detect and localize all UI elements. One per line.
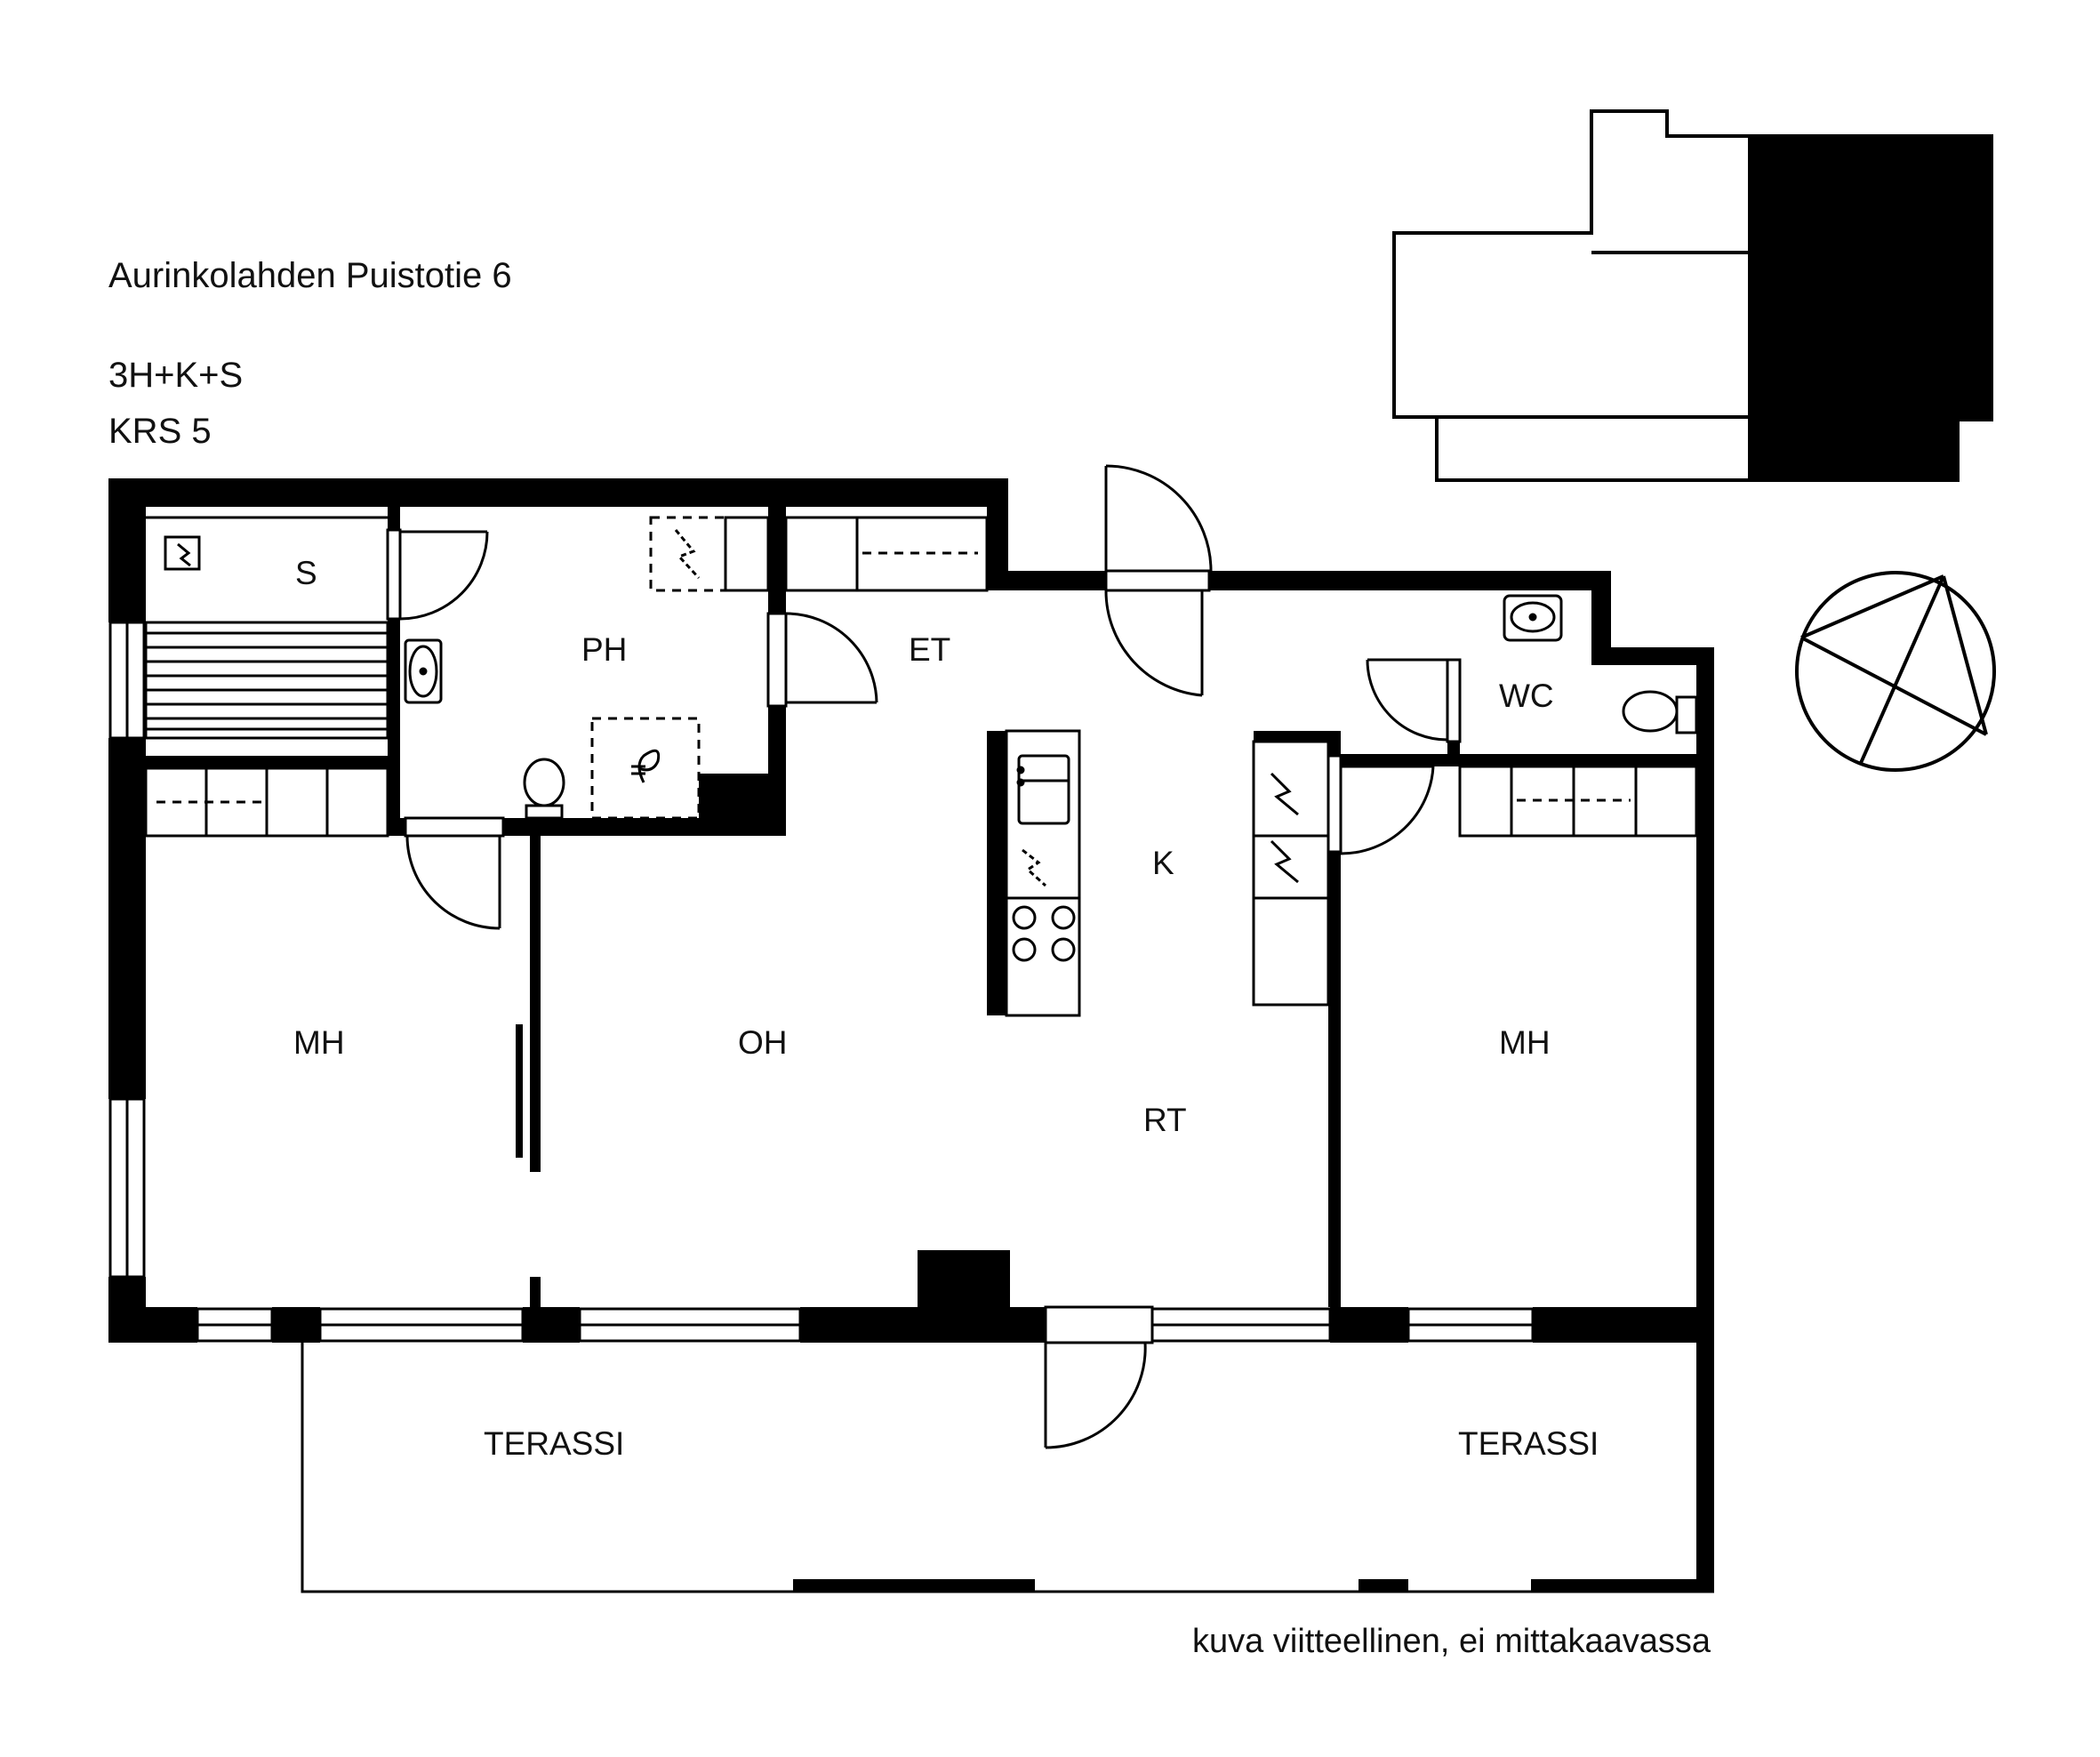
room-label-terrace-right: TERASSI (1458, 1425, 1599, 1462)
room-label-living-room: OH (738, 1024, 788, 1061)
room-label-dining-area: RT (1143, 1102, 1187, 1138)
address-text: Aurinkolahden Puistotie 6 (108, 256, 512, 295)
windows (108, 621, 1535, 1343)
north-arrow-icon (1795, 571, 1996, 772)
doors (386, 464, 1462, 1449)
hallway-closet (784, 516, 989, 592)
wc-fixtures (1503, 594, 1698, 734)
wardrobe-right (1458, 765, 1698, 838)
bathroom-fixtures (404, 516, 770, 820)
kitchen-wall-units (1252, 740, 1330, 1007)
floor-text: KRS 5 (108, 412, 212, 451)
room-label-hallway: ET (909, 631, 950, 668)
apartment-type-text: 3H+K+S (108, 356, 244, 395)
disclaimer-note: kuva viitteellinen, ei mittakaavassa (1192, 1623, 1711, 1660)
room-label-bedroom-left: MH (293, 1024, 345, 1061)
sauna-details (144, 516, 389, 740)
apartment-highlight (1748, 134, 1993, 482)
room-labels: S PH ET K WC MH OH RT MH TERASSI TERASSI (293, 555, 1599, 1462)
room-label-kitchen: K (1152, 845, 1174, 881)
wardrobe-left (144, 766, 389, 838)
room-label-terrace-left: TERASSI (484, 1425, 624, 1462)
building-key-plan (1392, 109, 1993, 482)
room-label-bathroom: PH (581, 631, 627, 668)
room-label-sauna: S (295, 555, 317, 591)
room-label-bedroom-right: MH (1499, 1024, 1551, 1061)
kitchen-island (1005, 729, 1081, 1017)
room-label-toilet: WC (1499, 678, 1554, 714)
terrace-outline (301, 1343, 1714, 1593)
